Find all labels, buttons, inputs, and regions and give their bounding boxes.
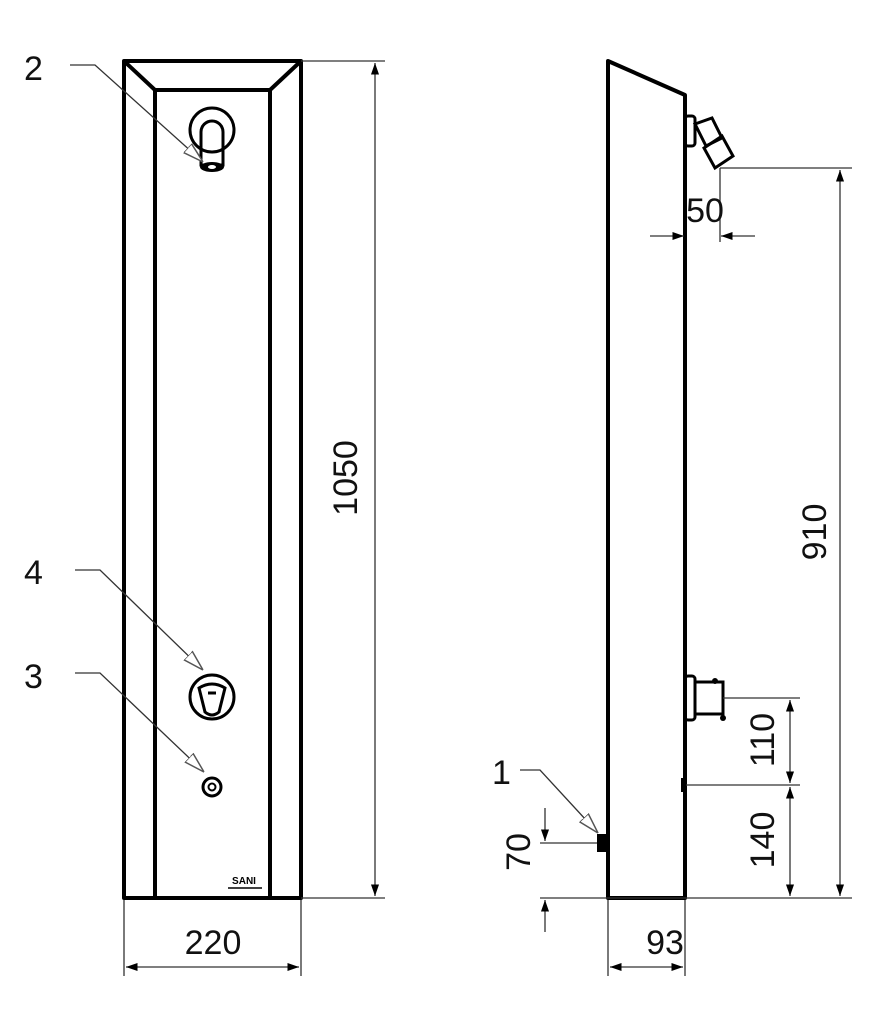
panel-outline	[122, 59, 303, 900]
leader-3	[75, 672, 204, 772]
dim-93: 93	[646, 924, 684, 962]
shower-head-side-icon	[683, 114, 735, 171]
dim-140: 140	[744, 812, 782, 869]
callout-2: 2	[24, 50, 43, 88]
shower-head-icon	[188, 106, 236, 172]
dim-110: 110	[744, 713, 782, 767]
callout-3: 3	[24, 658, 43, 696]
piezo-button-icon	[201, 776, 223, 798]
side-outline	[606, 59, 687, 900]
brand-logo: SANI	[228, 876, 262, 889]
panel-inner-face	[153, 88, 272, 898]
side-view: 50 910 110 140 70 93 1	[492, 59, 852, 976]
dim-50: 50	[686, 192, 724, 230]
dim-1050: 1050	[327, 440, 365, 516]
leader-4	[75, 569, 203, 670]
push-button-icon	[188, 673, 236, 721]
dim-220: 220	[185, 924, 242, 962]
dim-910: 910	[796, 504, 834, 561]
valve-side-icon	[683, 674, 726, 722]
dim-70: 70	[500, 833, 538, 871]
front-view: SANI 2 4 3 1050 220	[24, 50, 385, 976]
leader-1	[520, 769, 598, 833]
leader-2	[70, 64, 203, 162]
callout-1: 1	[492, 754, 511, 792]
callout-4: 4	[24, 554, 43, 592]
svg-text:SANI: SANI	[232, 876, 256, 887]
piezo-side-icon	[597, 834, 608, 852]
